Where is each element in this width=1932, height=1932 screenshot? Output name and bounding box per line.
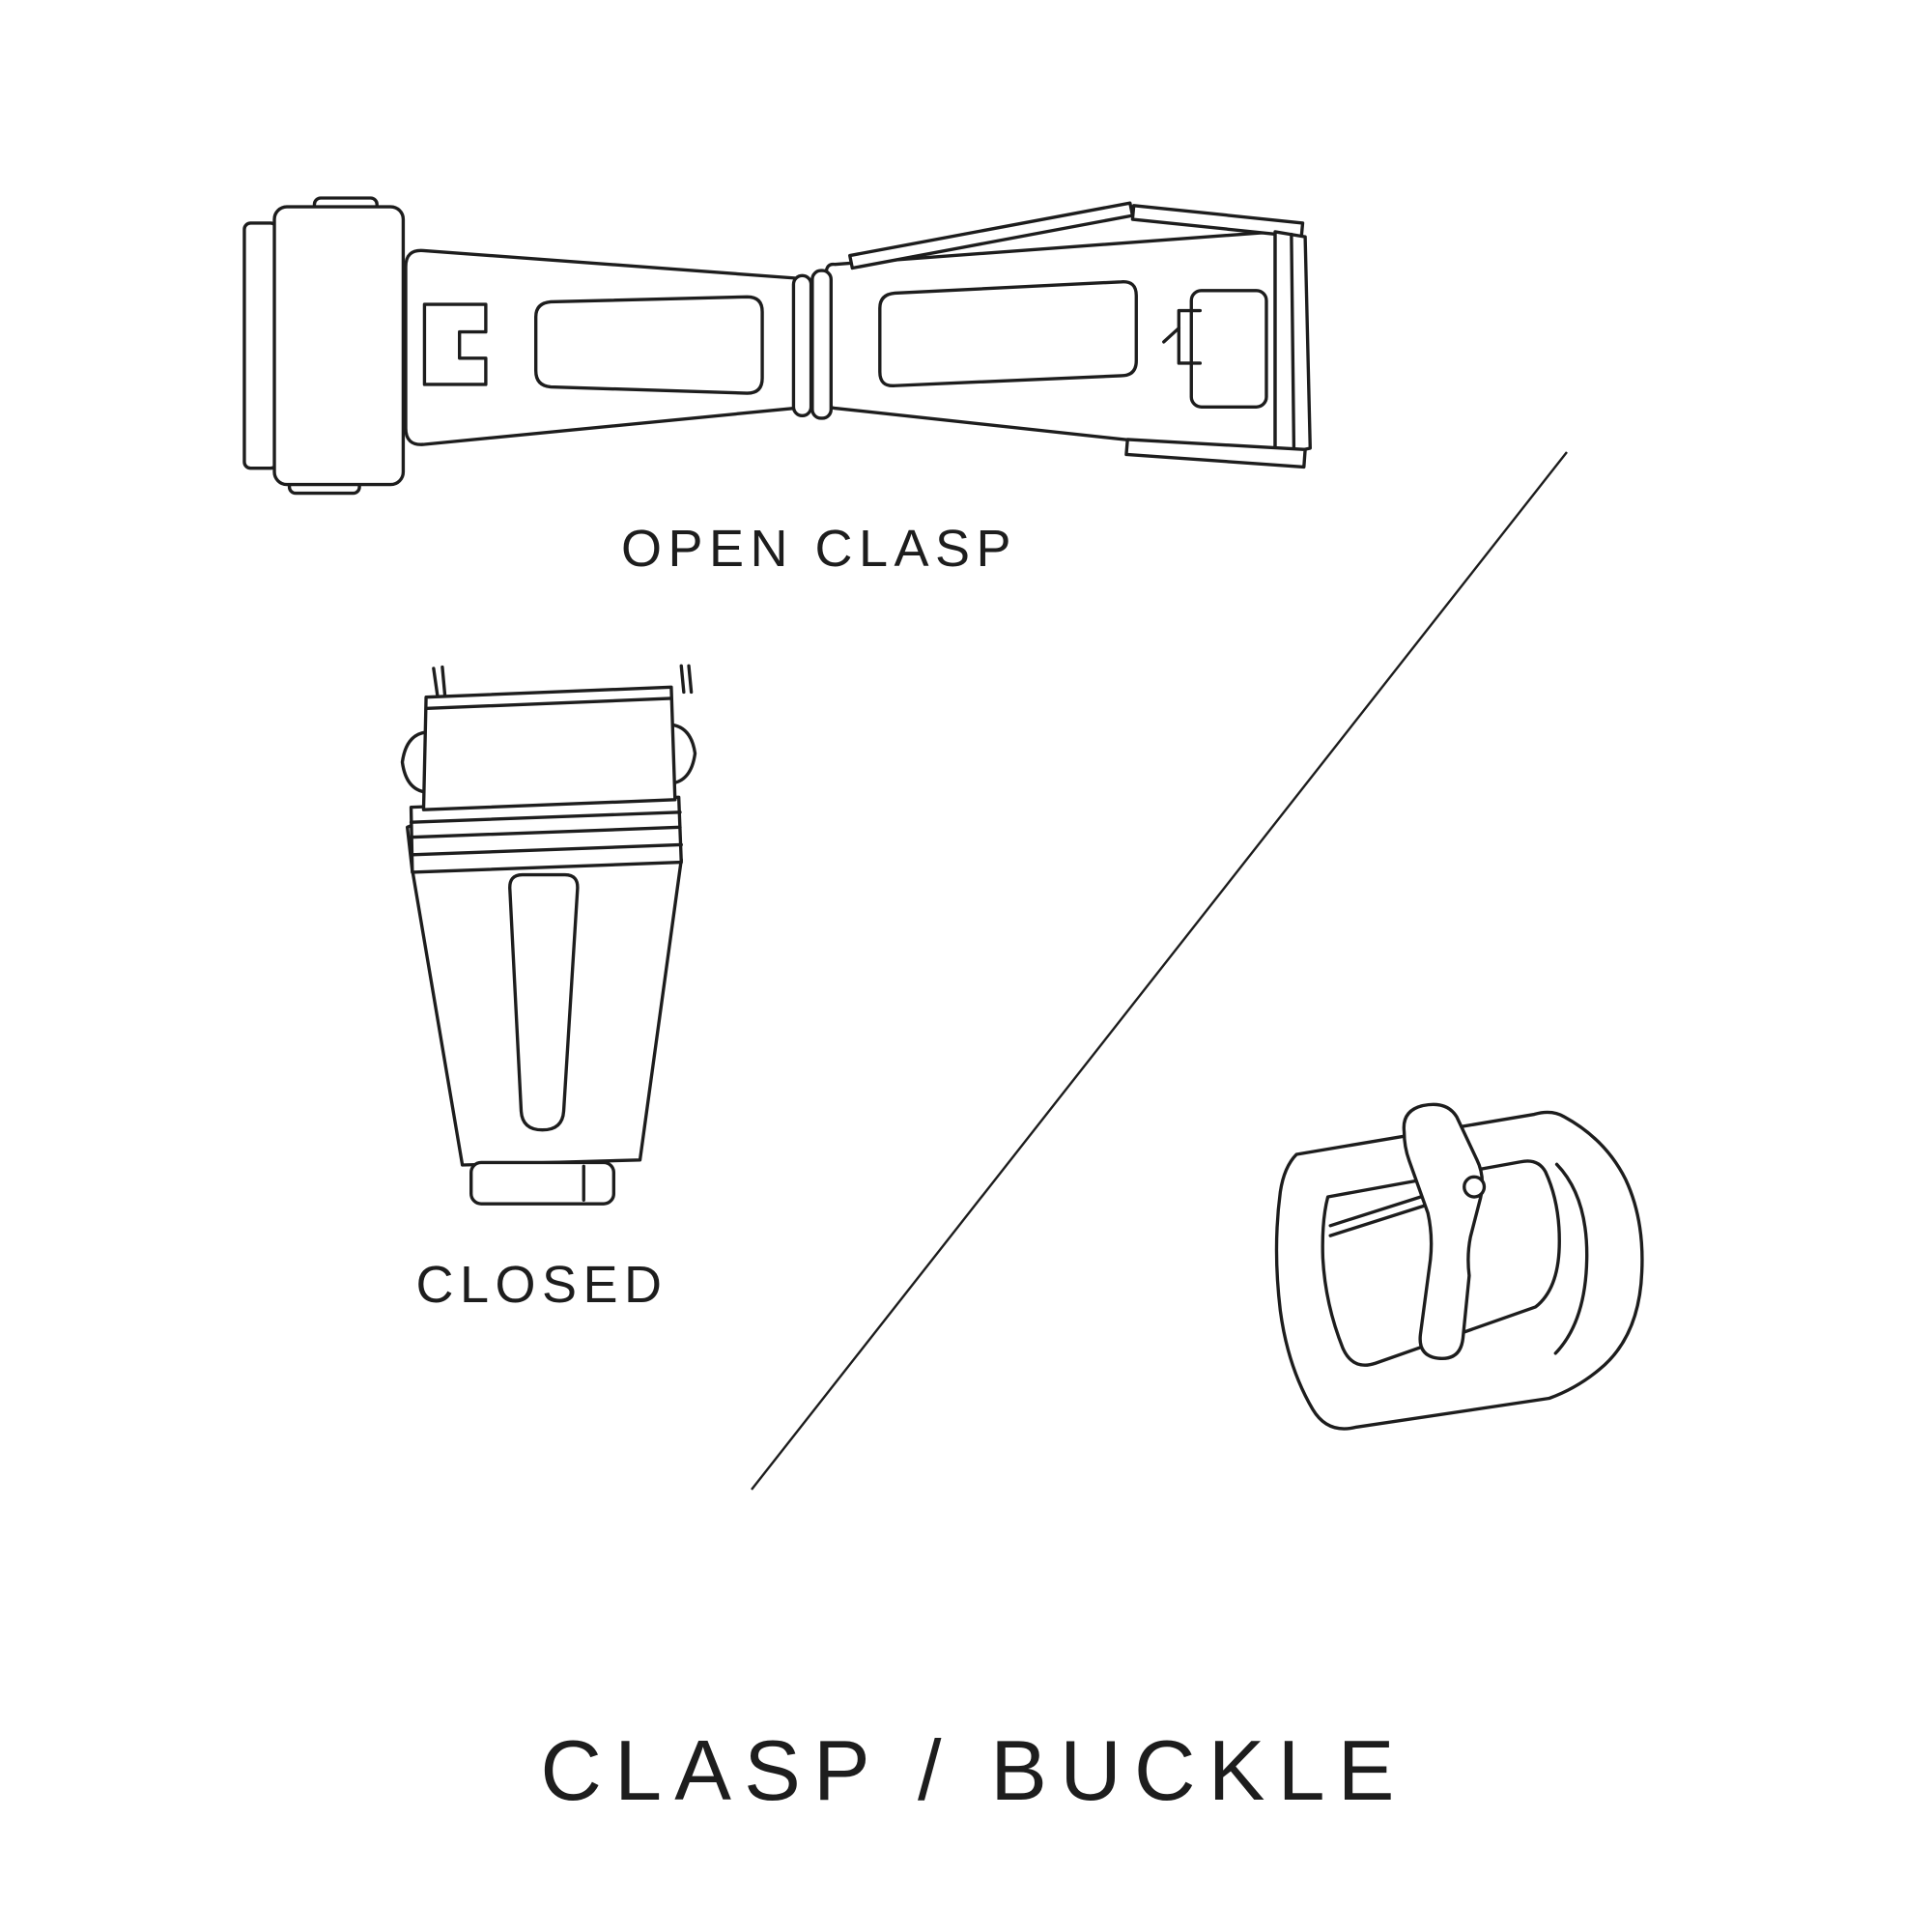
clasp-end-cap-line bbox=[1290, 232, 1296, 454]
clasp-hinge-pin-right bbox=[810, 269, 833, 420]
clasp-left-fold bbox=[242, 221, 279, 470]
clasp-bottom-fold bbox=[1124, 438, 1307, 469]
closed-bottom-cap bbox=[469, 1160, 616, 1206]
open-clasp-caption: OPEN CLASP bbox=[621, 520, 1017, 578]
closed-prong-1 bbox=[432, 667, 440, 696]
clasp-bracket bbox=[1189, 289, 1268, 409]
clasp-hook-tick bbox=[1162, 326, 1180, 344]
clasp-notch-tab bbox=[422, 302, 488, 386]
buckle-crossbar-bottom bbox=[1328, 1199, 1442, 1237]
closed-band-line-1 bbox=[409, 810, 682, 824]
closed-band-line-3 bbox=[411, 842, 683, 857]
closed-right-bump bbox=[669, 723, 697, 785]
page-title: CLASP / BUCKLE bbox=[540, 1722, 1407, 1818]
buckle-prong-ring bbox=[1463, 1175, 1487, 1199]
clasp-hook bbox=[1177, 308, 1203, 365]
closed-prong-3 bbox=[679, 664, 686, 695]
closed-window bbox=[508, 872, 580, 1132]
closed-prong-4 bbox=[687, 664, 694, 695]
buckle-prong bbox=[1402, 1102, 1485, 1360]
closed-left-bump bbox=[400, 730, 428, 794]
buckle-illustration bbox=[1274, 1102, 1644, 1431]
closed-clasp-caption: CLOSED bbox=[415, 1256, 668, 1314]
closed-prong-2 bbox=[440, 665, 447, 696]
closed-body bbox=[411, 858, 683, 1167]
clasp-hinge-pin-left bbox=[791, 273, 813, 418]
clasp-left-window bbox=[534, 295, 764, 395]
closed-clasp-illustration bbox=[400, 664, 697, 1206]
closed-band-line-2 bbox=[409, 825, 682, 839]
closed-top-box bbox=[421, 685, 677, 811]
open-clasp-illustration bbox=[242, 196, 1312, 496]
clasp-right-window bbox=[878, 280, 1138, 387]
clasp-left-band bbox=[404, 248, 797, 446]
clasp-end-block bbox=[272, 205, 406, 487]
diagonal-divider bbox=[751, 451, 1568, 1491]
closed-top-box-line bbox=[425, 696, 673, 711]
divider-line bbox=[751, 451, 1568, 1491]
buckle-roll-line bbox=[1553, 1162, 1589, 1355]
